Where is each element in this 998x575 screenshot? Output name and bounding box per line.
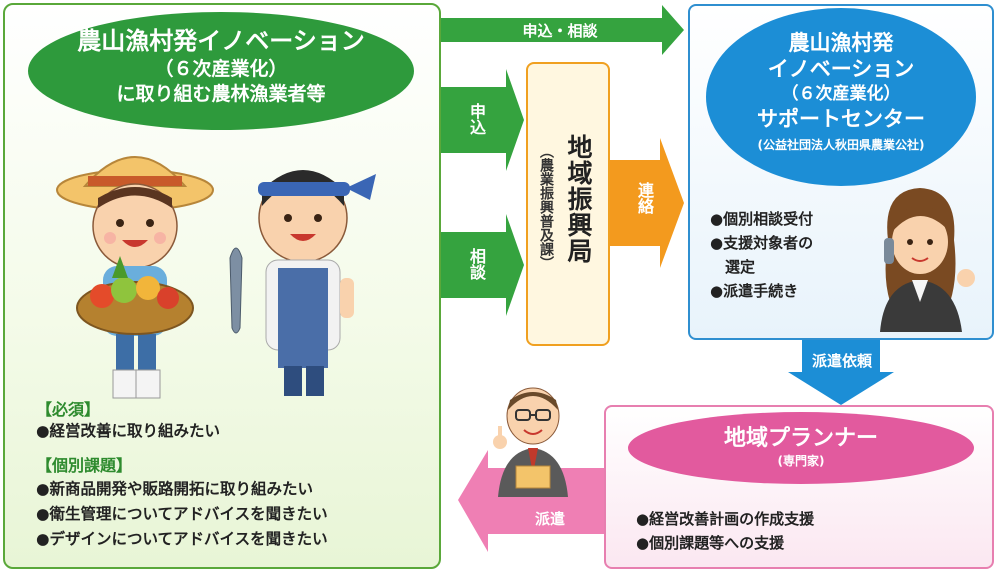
farmers-title-badge [28, 12, 414, 130]
arrow-request [788, 340, 894, 405]
planner-illustration [493, 387, 568, 497]
arrow-apply-label: 申込 [467, 103, 486, 135]
arrow-dispatch [458, 450, 604, 552]
support-center-badge [706, 8, 976, 186]
arrow-consult-label: 相談 [467, 248, 486, 280]
arrow-contact [610, 138, 684, 268]
arrow-top-application [441, 5, 684, 55]
arrow-consult [441, 214, 524, 316]
farmer-figure [56, 156, 214, 399]
planner-item-2: ●個別課題等への支援 [636, 534, 785, 552]
regional-office-dept: （農業振興普及課） [538, 144, 554, 270]
required-heading: 【必須】 [36, 400, 101, 419]
individual-item-3: ●デザインについてアドバイスを聞きたい [36, 530, 328, 548]
planner-item-1: ●経営改善計画の作成支援 [636, 510, 815, 528]
individual-item-2: ●衛生管理についてアドバイスを聞きたい [36, 505, 328, 523]
arrow-request-label: 派遣依頼 [811, 352, 872, 370]
planner-subtitle: (専門家) [777, 454, 825, 468]
support-center-line1: 農山漁村発 [788, 31, 894, 55]
individual-heading: 【個別課題】 [36, 456, 133, 475]
center-item-1: ●個別相談受付 [710, 210, 814, 228]
individual-item-1: ●新商品開発や販路開拓に取り組みたい [36, 480, 314, 498]
support-center-line4: サポートセンター [757, 107, 925, 131]
arrow-contact-label: 連絡 [635, 182, 654, 214]
arrow-top-label: 申込・相談 [522, 22, 598, 40]
farmers-title: 農山漁村発イノベーション [77, 27, 365, 55]
planner-badge [628, 412, 974, 484]
regional-office-panel [526, 62, 610, 346]
center-item-3: 選定 [710, 258, 756, 276]
center-item-2: ●支援対象者の [710, 234, 814, 252]
planner-title: 地域プランナー [723, 426, 878, 451]
arrow-apply [441, 69, 524, 171]
center-item-4: ●派遣手続き [710, 282, 799, 300]
operator-illustration [880, 188, 975, 332]
support-center-line3: （６次産業化） [781, 84, 901, 104]
arrow-dispatch-label: 派遣 [534, 510, 565, 528]
farmer-fisher-illustration [56, 156, 376, 399]
support-center-line2: イノベーション [767, 57, 915, 81]
fisherman-figure [229, 170, 376, 396]
farmers-subtitle-2: に取り組む農林漁業者等 [116, 83, 326, 105]
farmers-subtitle-1: （６次産業化） [154, 58, 288, 80]
support-center-org: (公益社団法人秋田県農業公社) [757, 138, 925, 152]
regional-office-name: 地域振興局 [564, 134, 593, 264]
required-item-1: ●経営改善に取り組みたい [36, 422, 221, 440]
